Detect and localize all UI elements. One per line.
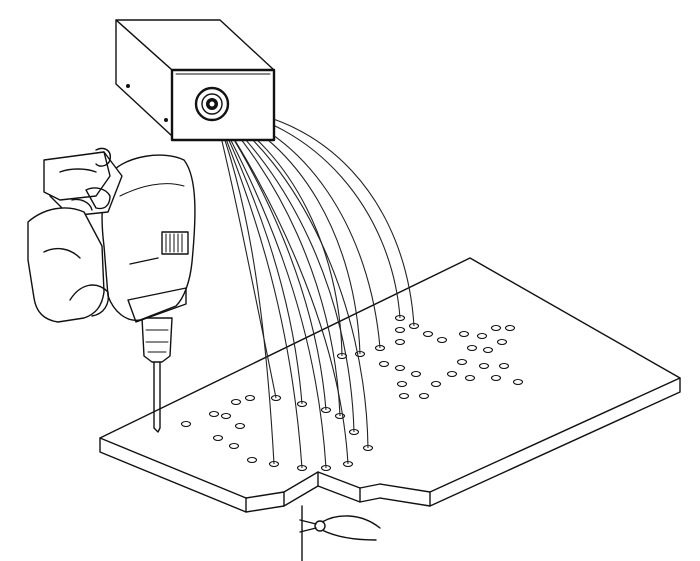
fiber-bundle-center bbox=[209, 101, 215, 107]
screw-icon bbox=[164, 118, 168, 122]
palm-crease bbox=[43, 247, 81, 259]
pliers-pivot-icon bbox=[314, 520, 326, 532]
hole bbox=[220, 412, 232, 420]
pliers-handle-upper bbox=[321, 515, 381, 529]
drill-chuck bbox=[141, 317, 173, 363]
board-front-edge bbox=[99, 377, 681, 499]
hole bbox=[504, 324, 516, 332]
fiber-port-ring bbox=[201, 93, 223, 115]
thumb bbox=[95, 147, 111, 167]
drill-nose bbox=[127, 287, 187, 323]
hole bbox=[394, 338, 406, 346]
vent-slots bbox=[165, 233, 183, 253]
drill bbox=[49, 151, 196, 433]
hole bbox=[458, 330, 470, 338]
hole bbox=[244, 394, 256, 402]
hole bbox=[482, 346, 494, 354]
hole bbox=[246, 456, 258, 464]
hole bbox=[496, 338, 508, 346]
hole bbox=[498, 362, 510, 370]
hole bbox=[234, 422, 246, 430]
hole bbox=[228, 442, 240, 450]
hole bbox=[478, 362, 490, 370]
hole bbox=[464, 374, 476, 382]
finger-crease bbox=[59, 168, 97, 173]
finger-tip bbox=[85, 187, 111, 210]
screw-icon bbox=[126, 84, 130, 88]
hole bbox=[394, 326, 406, 334]
hole bbox=[436, 336, 448, 344]
fiber-strand bbox=[213, 107, 277, 399]
hole bbox=[398, 392, 410, 400]
hole bbox=[396, 380, 408, 388]
fiber-strand bbox=[213, 107, 349, 465]
box-front-face bbox=[170, 68, 276, 142]
hole bbox=[394, 364, 406, 372]
finger-knuckle bbox=[71, 198, 93, 211]
hole bbox=[418, 392, 430, 400]
board-edge-notch bbox=[245, 471, 431, 513]
drill-bit bbox=[153, 359, 161, 433]
hole bbox=[466, 344, 478, 352]
hole bbox=[180, 420, 192, 428]
hole bbox=[208, 410, 220, 418]
hole bbox=[476, 332, 488, 340]
wrist-knuckle bbox=[69, 284, 110, 317]
drill-seam bbox=[119, 183, 185, 197]
hole bbox=[490, 324, 502, 332]
hole bbox=[410, 370, 422, 378]
hole bbox=[446, 370, 458, 378]
fiber-strand bbox=[213, 107, 381, 349]
hand-palm bbox=[27, 207, 105, 323]
hole bbox=[430, 380, 442, 388]
hand bbox=[27, 147, 111, 323]
hole bbox=[512, 378, 524, 386]
light-source-box bbox=[115, 19, 276, 142]
drill-body bbox=[101, 154, 196, 321]
board bbox=[99, 257, 681, 513]
hole bbox=[230, 398, 242, 406]
hole bbox=[422, 330, 434, 338]
board-holes bbox=[180, 314, 524, 472]
fiber-strand bbox=[213, 107, 361, 355]
hole bbox=[456, 358, 468, 366]
drill-label-line bbox=[129, 257, 159, 265]
hole bbox=[212, 434, 224, 442]
fiber-port-icon bbox=[194, 86, 230, 122]
pliers bbox=[299, 505, 381, 561]
fiber-strand bbox=[213, 107, 303, 469]
hole bbox=[378, 360, 390, 368]
hole bbox=[490, 374, 502, 382]
chuck-grip-lines bbox=[145, 329, 169, 353]
fiber-strand bbox=[213, 107, 327, 469]
pliers-handle-lower bbox=[321, 529, 377, 541]
board-top-face bbox=[99, 257, 681, 513]
